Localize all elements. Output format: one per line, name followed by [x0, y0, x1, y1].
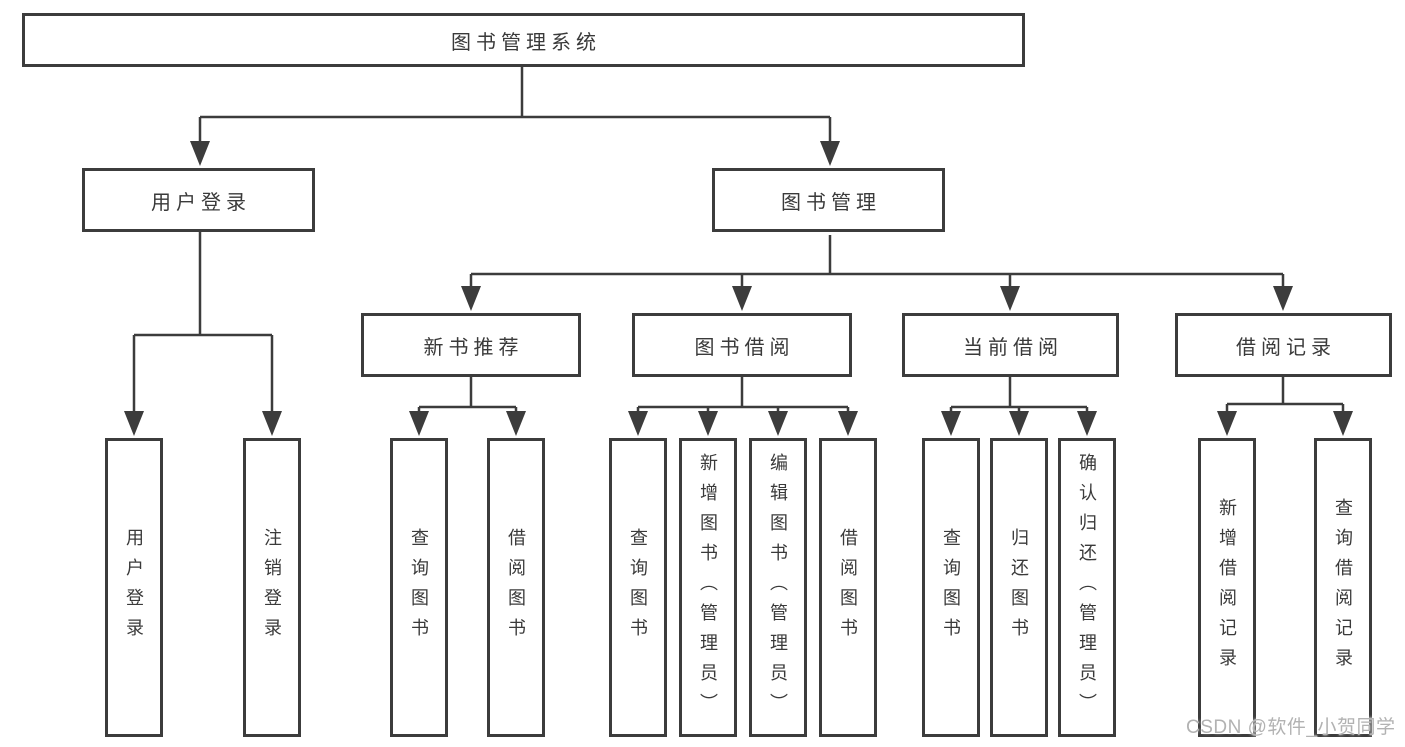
node-book-management: 图书管理	[712, 168, 945, 232]
node-new-book-recommend: 新书推荐	[361, 313, 581, 377]
leaf-label: 新增图书（管理员）	[698, 452, 718, 723]
leaf-query-books-current: 查询图书	[922, 438, 980, 737]
leaf-borrow-books-recommend: 借阅图书	[487, 438, 545, 737]
node-root-label: 图书管理系统	[451, 31, 601, 54]
node-user-login: 用户登录	[82, 168, 315, 232]
leaf-add-books-admin: 新增图书（管理员）	[679, 438, 737, 737]
leaf-return-books: 归还图书	[990, 438, 1048, 737]
leaf-label: 查询借阅记录	[1333, 497, 1353, 678]
leaf-label: 注销登录	[262, 527, 282, 648]
connector-lines	[132, 66, 1345, 413]
leaf-query-books-borrowing: 查询图书	[609, 438, 667, 737]
node-label: 当前借阅	[963, 336, 1063, 359]
leaf-add-borrow-record: 新增借阅记录	[1198, 438, 1256, 737]
leaf-edit-books-admin: 编辑图书（管理员）	[749, 438, 807, 737]
leaf-borrow-books: 借阅图书	[819, 438, 877, 737]
node-book-borrowing: 图书借阅	[632, 313, 852, 377]
leaf-query-borrow-record: 查询借阅记录	[1314, 438, 1372, 737]
connector-arrowheads	[124, 141, 1353, 436]
leaf-label: 查询图书	[628, 527, 648, 648]
leaf-logout: 注销登录	[243, 438, 301, 737]
leaf-label: 编辑图书（管理员）	[768, 452, 788, 723]
node-label: 新书推荐	[423, 336, 524, 359]
csdn-watermark: CSDN @软件_小贺同学	[1186, 717, 1396, 738]
node-current-borrowing: 当前借阅	[902, 313, 1119, 377]
leaf-label: 确认归还（管理员）	[1077, 452, 1097, 723]
leaf-label: 用户登录	[124, 527, 144, 648]
node-label: 图书借阅	[694, 336, 795, 359]
node-borrow-records: 借阅记录	[1175, 313, 1392, 377]
node-label: 图书管理	[781, 191, 881, 214]
node-label: 用户登录	[151, 191, 251, 214]
leaf-label: 借阅图书	[838, 527, 858, 648]
leaf-label: 归还图书	[1009, 527, 1029, 648]
leaf-user-login: 用户登录	[105, 438, 163, 737]
leaf-label: 新增借阅记录	[1217, 497, 1237, 678]
node-root: 图书管理系统	[22, 13, 1025, 67]
leaf-confirm-return-admin: 确认归还（管理员）	[1058, 438, 1116, 737]
leaf-label: 借阅图书	[506, 527, 526, 648]
node-label: 借阅记录	[1236, 336, 1336, 359]
leaf-label: 查询图书	[409, 527, 429, 648]
leaf-query-books-recommend: 查询图书	[390, 438, 448, 737]
leaf-label: 查询图书	[941, 527, 961, 648]
